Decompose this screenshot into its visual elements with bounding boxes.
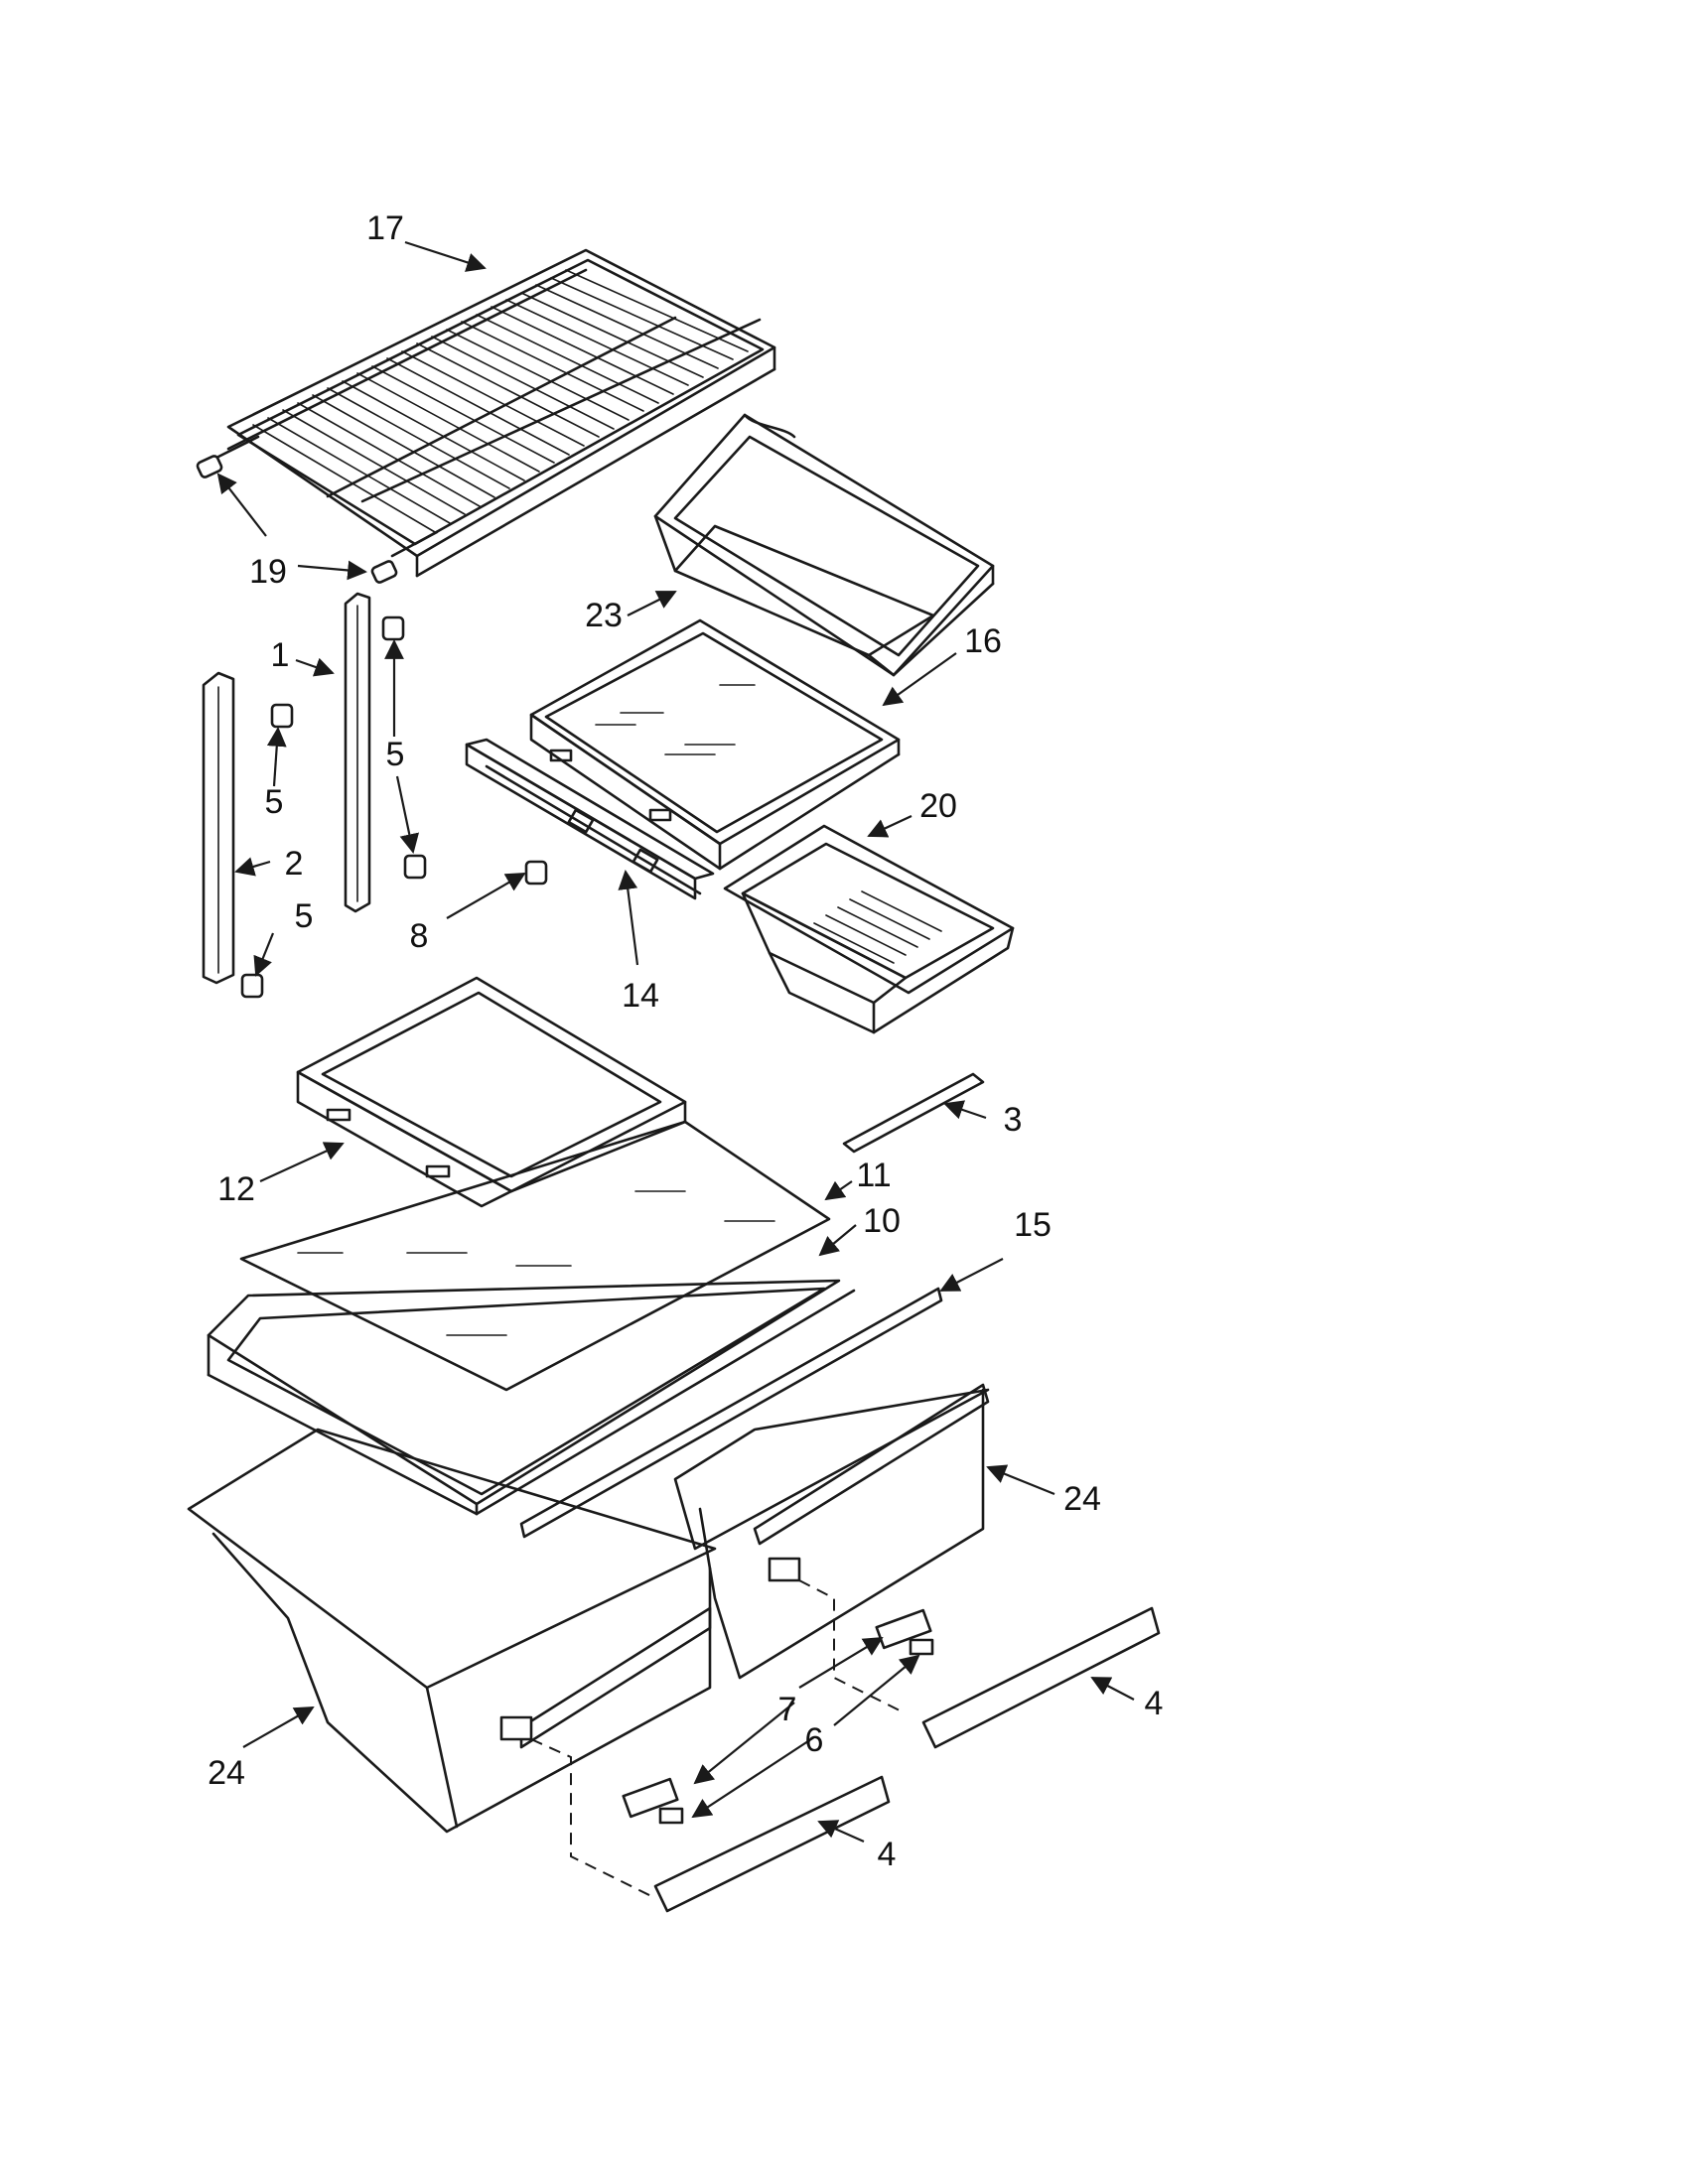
handle-4-right (921, 1606, 1161, 1749)
clip-6-right (909, 1638, 934, 1656)
screw-5-lower-left (240, 973, 264, 999)
callout-1: 1 (271, 636, 290, 674)
screw-5-upper-left (270, 703, 294, 729)
callout-12: 12 (217, 1170, 255, 1208)
crisper-drawer-24-left (187, 1428, 717, 1834)
bin-23 (653, 413, 995, 677)
callout-labels: 17 19 23 16 1 5 5 2 5 8 14 20 3 12 11 10… (208, 209, 1163, 1873)
channel-2 (202, 671, 235, 985)
bin-grille (813, 890, 942, 964)
callout-6: 6 (805, 1721, 824, 1759)
callout-24-right: 24 (1063, 1480, 1101, 1518)
drawer-slides (499, 1557, 801, 1741)
screw-8 (524, 860, 548, 886)
glass-panel-11 (239, 1120, 831, 1392)
screw-5-mid (403, 854, 427, 880)
callout-20: 20 (919, 787, 957, 825)
cover-frame-12 (296, 976, 687, 1208)
shelf-end-cap-19 (196, 455, 398, 584)
callout-5-top: 5 (386, 736, 405, 773)
callout-4-right: 4 (1145, 1685, 1164, 1722)
callout-4-left: 4 (878, 1836, 897, 1873)
callout-10: 10 (863, 1202, 901, 1240)
callout-11: 11 (856, 1157, 891, 1194)
channel-1 (344, 592, 371, 913)
callout-15: 15 (1014, 1206, 1052, 1244)
rail-15 (519, 1287, 943, 1539)
callout-14: 14 (622, 977, 659, 1015)
callout-17: 17 (366, 209, 404, 247)
crisper-drawer-24-right (673, 1383, 990, 1680)
callout-2: 2 (285, 845, 304, 883)
callout-5-upper-left: 5 (265, 783, 284, 821)
callout-16: 16 (964, 622, 1002, 660)
trim-strip-3 (842, 1072, 985, 1154)
crisper-frame-10 (207, 1279, 856, 1516)
shelf-rail-14 (465, 738, 715, 900)
small-bin-20 (723, 824, 1015, 1034)
callout-24-left: 24 (208, 1754, 245, 1792)
callout-7: 7 (778, 1691, 797, 1728)
callout-5-lower-left: 5 (295, 897, 314, 935)
alignment-dashes (530, 1579, 905, 1899)
wire-shelf-17 (216, 248, 776, 578)
callout-8: 8 (410, 917, 429, 955)
handle-4-left (653, 1775, 891, 1913)
leader-lines (216, 240, 1135, 1843)
clip-6-left (658, 1807, 684, 1825)
screw-5-top (381, 615, 405, 641)
glass-shelf-16 (529, 618, 901, 871)
callout-19: 19 (249, 553, 287, 591)
callout-23: 23 (585, 597, 623, 634)
shelf-wires (252, 269, 749, 533)
callout-3: 3 (1004, 1101, 1023, 1139)
slide-7-left (622, 1777, 679, 1819)
